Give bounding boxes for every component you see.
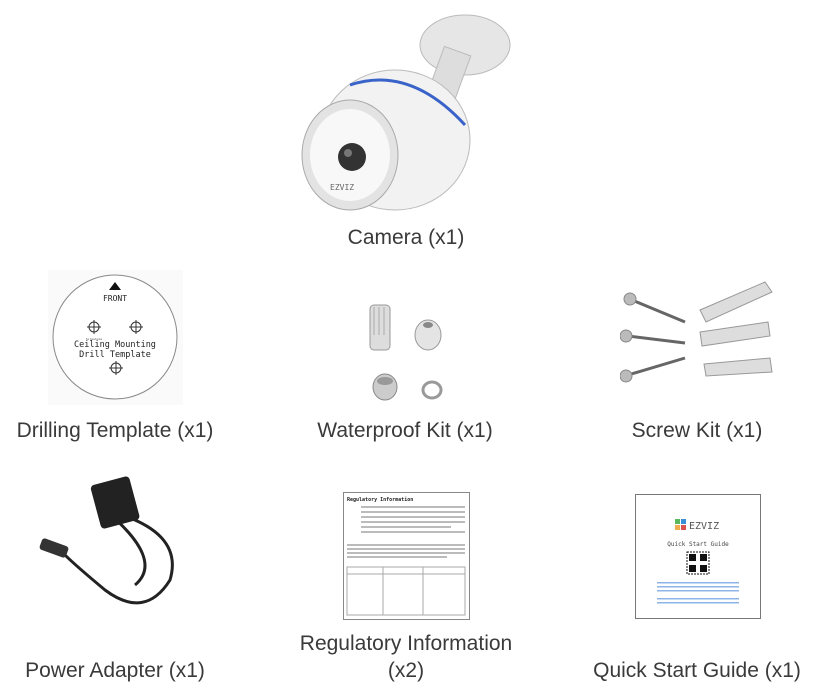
camera-image: EZVIZ: [301, 14, 511, 211]
regulatory-information-label-line2: (x2): [387, 659, 425, 682]
regulatory-information-image: Regulatory Information: [343, 492, 470, 620]
quick-start-guide-label: Quick Start Guide (x1): [593, 659, 801, 682]
qsg-brand: EZVIZ: [689, 521, 719, 532]
qsg-doc-title: Quick Start Guide: [667, 541, 729, 548]
camera-label: Camera (x1): [347, 226, 465, 249]
drilling-template-label: Drilling Template (x1): [16, 419, 214, 442]
screw-kit-label: Screw Kit (x1): [631, 419, 763, 442]
front-text: FRONT: [103, 294, 127, 303]
screw-kit-image: [620, 281, 773, 383]
power-adapter-label: Power Adapter (x1): [25, 659, 205, 682]
template-line1: Ceiling Mounting: [74, 340, 156, 350]
waterproof-kit-image: [369, 304, 443, 401]
qr-code-icon: [686, 551, 710, 575]
regulatory-doc-title: Regulatory Information: [347, 497, 413, 503]
waterproof-kit-label: Waterproof Kit (x1): [317, 419, 493, 442]
quick-start-guide-image: EZVIZ Quick Start Guide: [635, 494, 761, 619]
power-adapter-image: [39, 476, 174, 605]
camera-brand-text: EZVIZ: [330, 183, 354, 192]
screwhole-text: Screwhole: [86, 337, 102, 341]
template-line2: Drill Template: [79, 350, 151, 360]
drilling-template-image: FRONT Ceiling Mounting Drill Template Sc…: [48, 270, 183, 405]
regulatory-information-label-line1: Regulatory Information: [299, 632, 513, 655]
